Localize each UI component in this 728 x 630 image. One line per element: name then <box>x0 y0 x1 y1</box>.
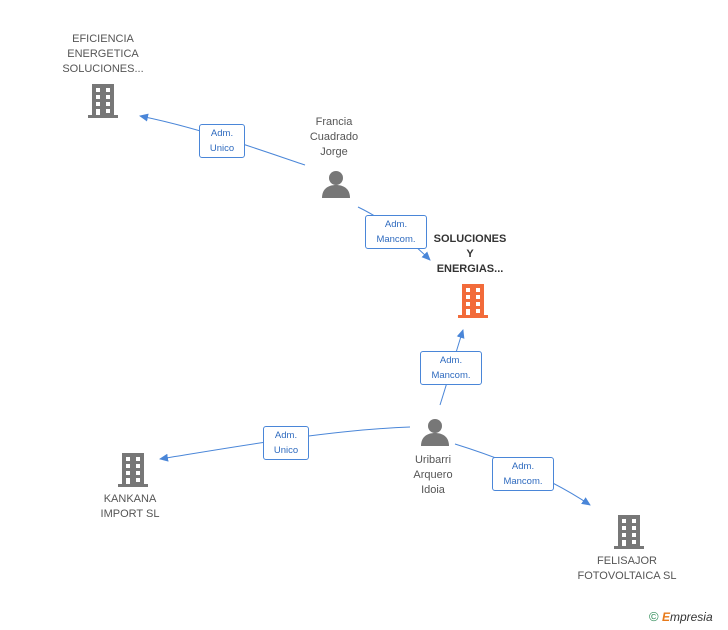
node-soluciones-label[interactable]: SOLUCIONES Y ENERGIAS... <box>433 233 507 275</box>
node-francia-label[interactable]: Francia Cuadrado Jorge <box>309 116 359 158</box>
edge-label-francia-soluciones[interactable]: Adm. Mancom. <box>365 215 427 249</box>
node-felisajor-label[interactable]: FELISAJOR FOTOVOLTAICA SL <box>577 555 677 582</box>
node-eficiencia-label[interactable]: EFICIENCIA ENERGETICA SOLUCIONES... <box>62 33 144 75</box>
edge-label-francia-eficiencia[interactable]: Adm. Unico <box>199 124 245 158</box>
footer-brand: © Empresia <box>649 609 713 624</box>
building-icon[interactable] <box>117 452 149 487</box>
copyright-icon: © <box>649 609 659 624</box>
node-kankana-label[interactable]: KANKANA IMPORT SL <box>100 493 160 520</box>
edge-label-uribarri-kankana[interactable]: Adm. Unico <box>263 426 309 460</box>
building-eficiencia <box>92 84 114 118</box>
building-icon[interactable] <box>613 514 645 549</box>
building-icon[interactable] <box>457 283 489 318</box>
person-icon[interactable] <box>321 170 351 198</box>
edge-label-uribarri-felisajor[interactable]: Adm. Mancom. <box>492 457 554 491</box>
brand-logo: Empresia <box>661 610 713 624</box>
building-icon[interactable] <box>87 83 119 118</box>
person-icon[interactable] <box>420 418 450 446</box>
edge-label-uribarri-soluciones[interactable]: Adm. Mancom. <box>420 351 482 385</box>
node-uribarri-label[interactable]: Uribarri Arquero Idoia <box>413 454 453 496</box>
